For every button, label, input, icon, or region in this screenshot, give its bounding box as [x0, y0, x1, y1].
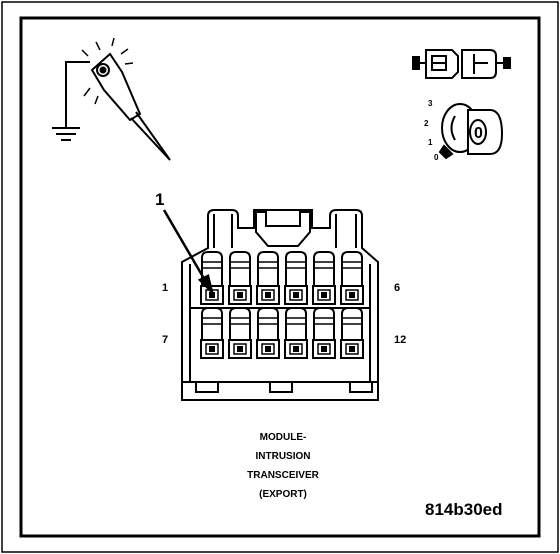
cavity-3 — [256, 251, 280, 305]
cavity-1 — [200, 251, 224, 305]
callout-number: 1 — [155, 190, 165, 209]
cavity-5 — [312, 251, 336, 305]
ignition-off-icon — [438, 103, 504, 160]
cavity-2 — [228, 251, 252, 305]
ground-probe-icon — [52, 37, 171, 161]
ignition-position-1: 1 — [428, 138, 433, 147]
reference-code: 814b30ed — [425, 500, 503, 519]
cavity-12 — [340, 307, 364, 359]
connector-disconnected-icon — [412, 49, 511, 79]
caption-line-2: INTRUSION — [255, 451, 311, 462]
caption-line-1: MODULE- — [259, 432, 307, 443]
cavity-7 — [200, 307, 224, 359]
caption-line-3: TRANSCEIVER — [247, 470, 319, 481]
cavity-4 — [284, 251, 308, 305]
cavity-8 — [228, 307, 252, 359]
ignition-position-0: 0 — [434, 153, 439, 162]
pin-label-bottom-right: 12 — [394, 334, 407, 346]
cavity-10 — [284, 307, 308, 359]
ignition-position-2: 2 — [424, 119, 429, 128]
cavity-11 — [312, 307, 336, 359]
ignition-position-3: 3 — [428, 99, 433, 108]
callout-leader — [162, 209, 215, 297]
pin-label-bottom-left: 7 — [162, 334, 169, 346]
pin-label-top-right: 6 — [394, 282, 401, 294]
caption-line-4: (EXPORT) — [259, 489, 307, 500]
pin-label-top-left: 1 — [162, 282, 169, 294]
cavity-6 — [340, 251, 364, 305]
connector-cavities — [200, 251, 364, 359]
inner-border — [19, 16, 541, 538]
cavity-9 — [256, 307, 280, 359]
key-face-label: 0 — [474, 125, 483, 142]
